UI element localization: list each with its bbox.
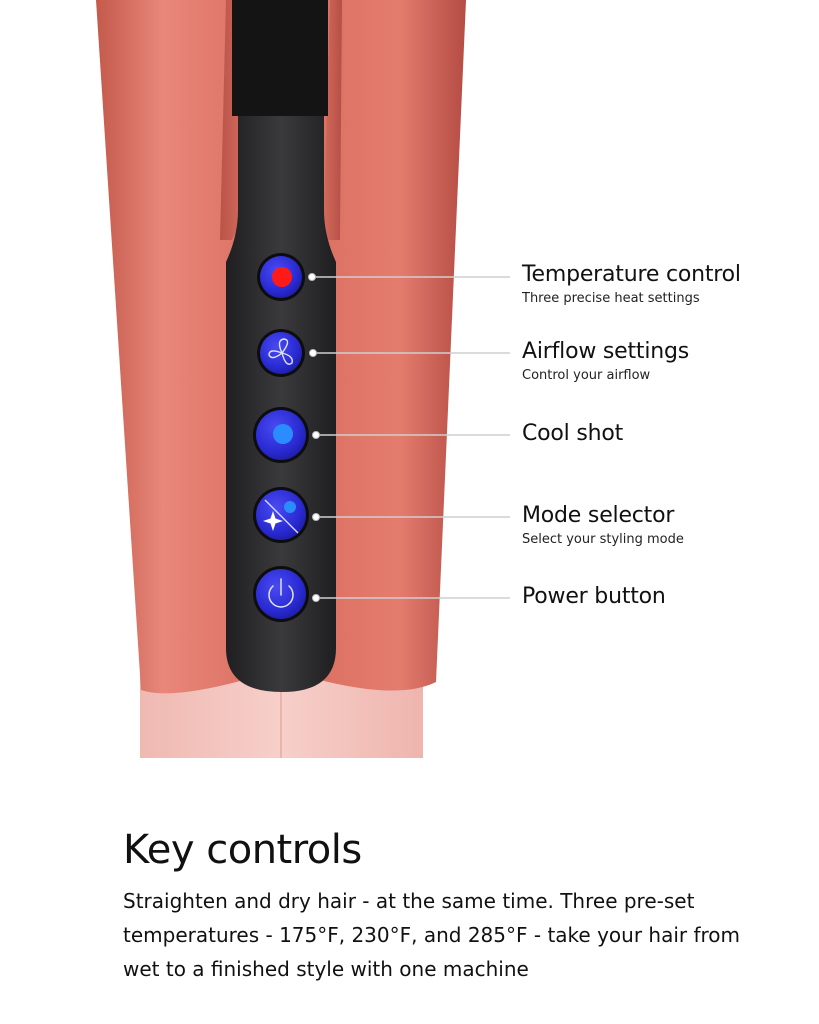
top-slot: [232, 0, 328, 116]
mode-selector-button[interactable]: [253, 487, 309, 543]
cool-shot-button[interactable]: [253, 407, 309, 463]
label-title: Cool shot: [522, 421, 624, 446]
control-panel: [226, 116, 336, 692]
label-title: Mode selector: [522, 503, 675, 528]
label-title: Airflow settings: [522, 339, 690, 364]
label-title: Temperature control: [522, 262, 741, 287]
label-airflow-settings: Airflow settings Control your airflow: [522, 339, 689, 385]
label-mode-selector: Mode selector Select your styling mode: [522, 503, 684, 549]
power-icon: [268, 578, 294, 608]
label-power-button: Power button: [522, 584, 666, 610]
blue-dot-icon: [273, 424, 293, 444]
power-button[interactable]: [253, 566, 309, 622]
sparkle-icon: [263, 499, 299, 534]
description-text: Straighten and dry hair - at the same ti…: [123, 889, 741, 981]
page-title: Key controls: [123, 827, 362, 873]
airflow-button[interactable]: [257, 329, 305, 377]
label-subtitle: Control your airflow: [522, 368, 651, 383]
label-subtitle: Three precise heat settings: [522, 291, 700, 306]
temperature-button[interactable]: [257, 253, 305, 301]
label-title: Power button: [522, 584, 666, 609]
label-temperature-control: Temperature control Three precise heat s…: [522, 262, 741, 308]
label-cool-shot: Cool shot: [522, 421, 623, 447]
label-subtitle: Select your styling mode: [522, 532, 684, 547]
fan-icon: [268, 338, 293, 365]
red-dot-icon: [272, 267, 292, 287]
